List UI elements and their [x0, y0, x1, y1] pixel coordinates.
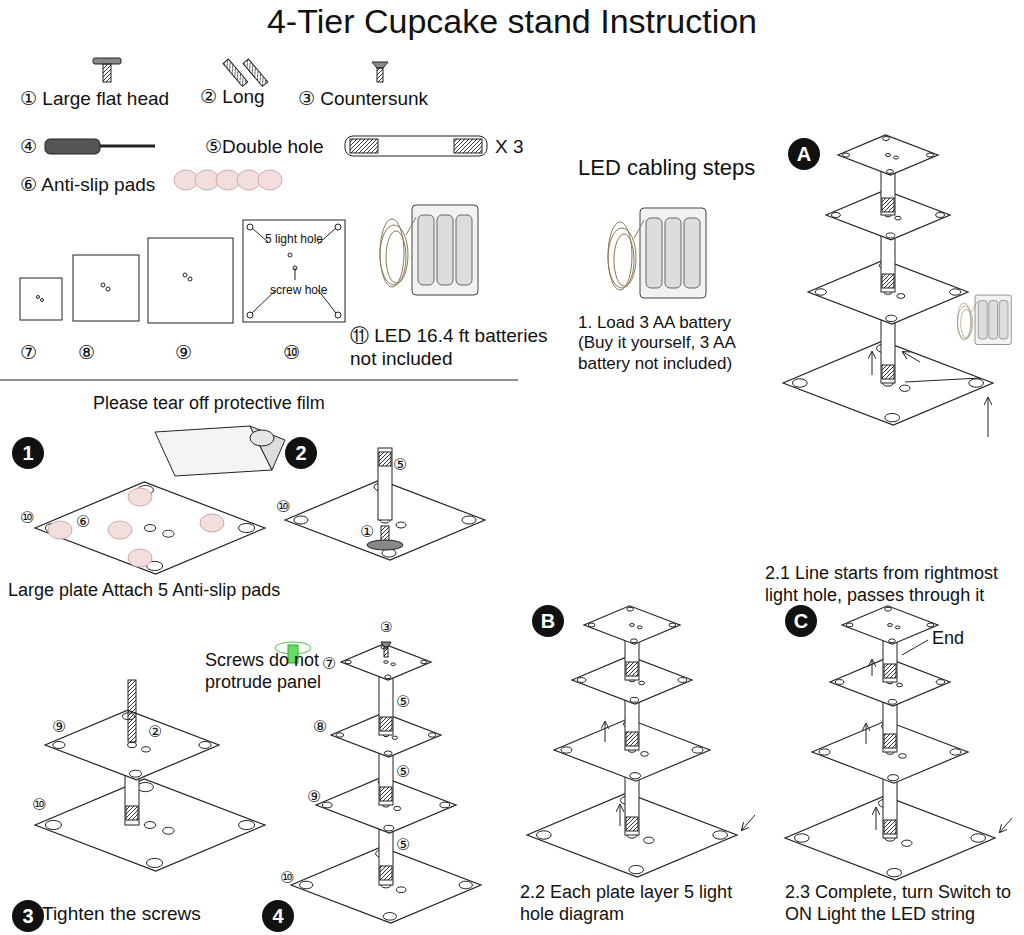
callout-number: ⑤ [393, 455, 407, 474]
callout-number: ⑦ [322, 654, 336, 673]
callout-number: ⑤ [396, 762, 410, 781]
instruction-text: ⑥ Anti-slip pads [20, 174, 155, 197]
step-number: 4 [272, 905, 283, 928]
instruction-text: ⑦ [20, 342, 37, 365]
instruction-text: 2.2 Each plate layer 5 light hole diagra… [520, 882, 765, 925]
step-number: C [794, 610, 808, 633]
instruction-text: 1. Load 3 AA battery (Buy it yourself, 3… [578, 313, 768, 374]
instruction-text: Large plate Attach 5 Anti-slip pads [8, 580, 280, 602]
instruction-text: 2.1 Line starts from rightmost light hol… [765, 563, 1024, 606]
instruction-text: Please tear off protective film [93, 393, 325, 415]
callout-number: ⑩ [20, 508, 34, 527]
step-1-plate [35, 426, 285, 574]
callout-number: ① [360, 522, 374, 541]
instruction-text: LED cabling steps [578, 155, 755, 181]
instruction-text: X 3 [495, 136, 524, 159]
step-number: A [797, 143, 811, 166]
step-badge: 2 [285, 437, 317, 469]
callout-number: 5 light hole [265, 232, 323, 246]
callout-number: screw hole [270, 283, 327, 297]
callout-number: ⑤ [396, 835, 410, 854]
callout-number: ⑨ [52, 717, 66, 736]
instruction-text: ② Long [200, 86, 265, 109]
callout-number: ③ [380, 619, 393, 636]
step-number: 3 [22, 905, 33, 928]
callout-number: ⑩ [276, 497, 290, 516]
instruction-text: ⑨ [175, 342, 192, 365]
step-2-assembly [285, 448, 485, 560]
instruction-text: ① Large flat head [20, 88, 169, 111]
callout-number: ⑩ [280, 868, 294, 887]
callout-number: ⑨ [307, 787, 321, 806]
tower-b [527, 606, 755, 877]
instruction-text: 2.3 Complete, turn Switch to ON Light th… [785, 882, 1024, 925]
step-badge: 3 [12, 900, 44, 932]
tower-a [783, 135, 1011, 437]
instruction-text: ③ Countersunk [298, 88, 428, 111]
instruction-text: Screws do not protrude panel [205, 650, 370, 693]
step-badge: B [532, 605, 564, 637]
instruction-text: ⑤Double hole [205, 136, 323, 159]
callout-number: ⑩ [32, 795, 46, 814]
step-badge: 4 [262, 900, 294, 932]
battery-box [608, 208, 706, 298]
tower-c [785, 606, 1012, 880]
parts-list [20, 58, 487, 323]
step-number: B [541, 610, 555, 633]
step-badge: C [785, 605, 817, 637]
separator-line [0, 379, 518, 380]
callout-number: ② [148, 722, 162, 741]
page-title: 4-Tier Cupcake stand Instruction [0, 2, 1024, 41]
callout-number: ⑧ [313, 717, 327, 736]
step-badge: A [788, 138, 820, 170]
instruction-text: ⑪ LED 16.4 ft batteries not included [350, 325, 550, 371]
step-number: 1 [22, 442, 33, 465]
callout-number: ⑥ [76, 512, 90, 531]
instruction-text: End [932, 628, 964, 650]
instruction-text: ⑩ [283, 342, 300, 365]
step-number: 2 [295, 442, 306, 465]
instruction-text: ⑧ [78, 342, 95, 365]
instruction-text: ④ [20, 136, 37, 159]
callout-number: ⑤ [396, 692, 410, 711]
instruction-text: Tighten the screws [42, 903, 201, 926]
step-badge: 1 [12, 437, 44, 469]
step-3-assembly [35, 680, 265, 871]
